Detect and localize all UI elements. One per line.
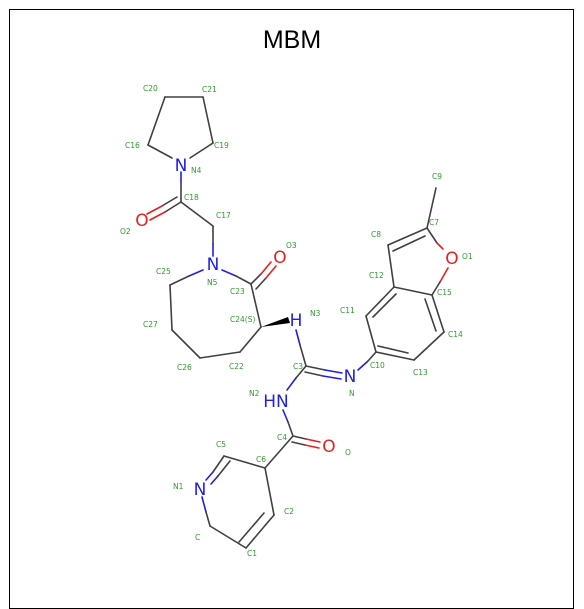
- atom-symbols: N O N O H N HN O N O: [135, 156, 458, 500]
- atom-label: C12: [369, 271, 384, 280]
- molecule-title: MBM: [262, 26, 322, 54]
- atom-label: C21: [202, 85, 217, 94]
- atom-label: C20: [143, 84, 158, 93]
- atom-label: O1: [462, 252, 473, 261]
- atom-o2: O: [135, 211, 148, 231]
- atom-label: C19: [214, 141, 229, 150]
- atom-label: N3: [310, 309, 321, 318]
- atom-label: C2: [284, 507, 294, 516]
- atom-n: N: [344, 367, 357, 387]
- bonds: [146, 96, 449, 549]
- atom-label: C4: [277, 433, 287, 442]
- atom-label: N1: [173, 482, 184, 491]
- atom-label: N2: [249, 389, 260, 398]
- atom-label: C9: [432, 172, 442, 181]
- atom-n5: N: [207, 255, 220, 275]
- atom-label: C25: [156, 267, 171, 276]
- atom-label: C3: [293, 362, 303, 371]
- atom-n2: HN: [263, 392, 289, 412]
- atom-label: C17: [216, 211, 231, 220]
- atom-label: O2: [120, 227, 131, 236]
- atom-n4: N: [175, 156, 188, 176]
- atom-o: O: [322, 437, 335, 457]
- atom-label: C14: [448, 330, 463, 339]
- atom-o1: O: [445, 249, 458, 269]
- atom-label: C26: [177, 363, 192, 372]
- atom-label: C27: [143, 320, 158, 329]
- atom-label: N: [349, 389, 355, 398]
- atom-label: C11: [340, 306, 355, 315]
- atom-label: C22: [229, 362, 244, 371]
- atom-labels: C20 C21 C16 C19 N4 C18 C17 O2 C9 C8 C7 O…: [120, 84, 473, 558]
- molecule-structure: N O N O H N HN O N O C20 C21 C16 C19 N4 …: [120, 84, 473, 558]
- atom-label: N4: [191, 166, 202, 175]
- atom-label: C1: [247, 549, 257, 558]
- atom-n3: H: [290, 311, 303, 331]
- atom-label: C15: [437, 288, 452, 297]
- atom-label: C23: [230, 287, 245, 296]
- atom-label: C7: [429, 218, 439, 227]
- atom-label: O3: [286, 241, 297, 250]
- atom-label: C18: [184, 193, 199, 202]
- atom-label: C: [195, 533, 200, 542]
- atom-label: C8: [371, 230, 381, 239]
- atom-n1: N: [194, 480, 207, 500]
- atom-label: C24(S): [230, 315, 255, 324]
- atom-label: O: [345, 448, 351, 457]
- atom-label: C5: [216, 440, 226, 449]
- atom-label: C16: [125, 141, 140, 150]
- atom-label: C6: [256, 455, 266, 464]
- atom-label: C13: [413, 368, 428, 377]
- atom-o3: O: [273, 248, 286, 268]
- atom-label: N5: [207, 278, 218, 287]
- atom-label: C10: [370, 361, 385, 370]
